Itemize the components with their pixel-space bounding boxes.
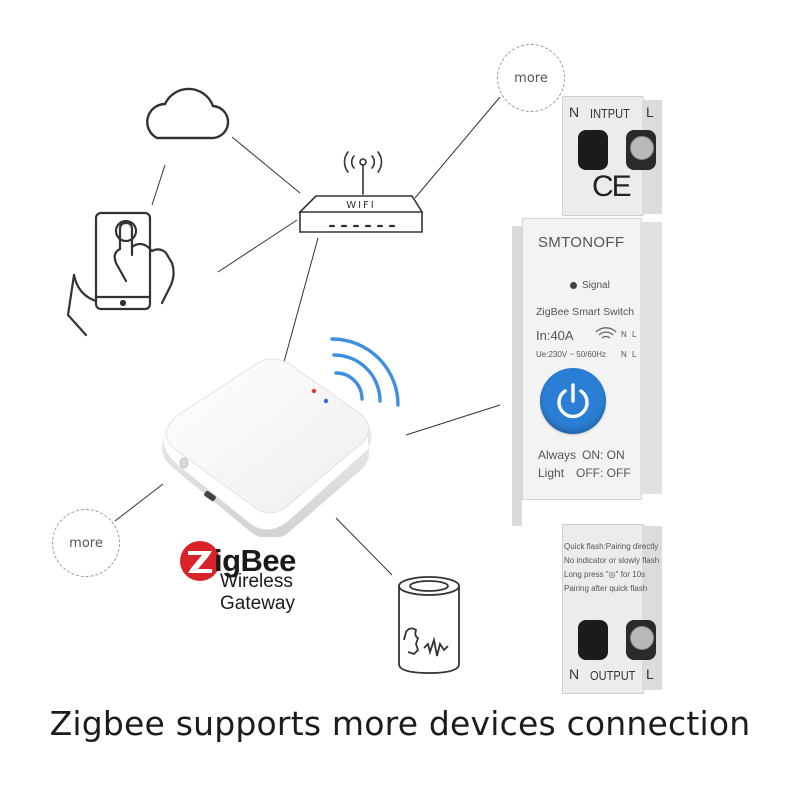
phone-touch-icon	[66, 211, 175, 337]
more-bubble-top-label: more	[514, 70, 548, 86]
wiring-n1: N	[621, 330, 627, 339]
instruction-line2: No indicator or slowly flash	[564, 556, 660, 565]
signal-led	[570, 282, 577, 289]
wiring-n2: N	[621, 350, 627, 359]
breaker-front-side	[640, 222, 662, 494]
smart-breaker-device: N INTPUT L CE SMTONOFF Signal ZigBee Sma…	[512, 96, 668, 696]
always-label: Always	[538, 448, 577, 462]
breaker-side-shell	[512, 226, 522, 526]
light-label: Light	[538, 466, 565, 480]
breaker-bottom-label: OUTPUT	[590, 668, 636, 683]
breaker-top-label: INTPUT	[590, 106, 630, 121]
smart-speaker-icon	[398, 576, 460, 674]
gateway-line2: Gateway	[220, 593, 295, 614]
signal-waves-icon	[330, 337, 400, 407]
breaker-bottom-l: L	[646, 666, 654, 682]
screw-head-top-l	[630, 136, 654, 160]
router-label: WIFI	[346, 200, 376, 211]
breaker-top-l: L	[646, 104, 654, 120]
screw-head-bottom-l	[630, 626, 654, 650]
more-bubble-left-label: more	[69, 535, 103, 551]
signal-label: Signal	[582, 280, 610, 291]
more-bubble-left: more	[52, 509, 120, 577]
cloud-icon	[146, 87, 230, 140]
more-bubble-top: more	[497, 44, 565, 112]
breaker-bottom-n: N	[569, 666, 580, 682]
terminal-screw-bottom-n	[578, 620, 608, 660]
on-state-label: ON: ON	[582, 448, 625, 462]
ce-mark: CE	[592, 170, 632, 203]
power-icon	[557, 383, 589, 419]
zigbee-brand-rest: igBee	[214, 543, 296, 578]
gateway-line1: Wireless	[220, 571, 293, 592]
caption: Zigbee supports more devices connection	[49, 704, 751, 743]
breaker-voltage: Ue:230V ~ 50/60Hz	[536, 350, 607, 359]
instruction-line1: Quick flash:Pairing directly	[564, 542, 659, 551]
wiring-l2: L	[632, 350, 637, 359]
wifi-router-icon: WIFI	[298, 151, 424, 233]
breaker-brand: SMTONOFF	[538, 234, 625, 251]
power-button[interactable]	[540, 368, 606, 434]
terminal-screw-top-n	[578, 130, 608, 170]
wiring-l1: L	[632, 330, 637, 339]
off-state-label: OFF: OFF	[576, 466, 631, 480]
breaker-model: ZigBee Smart Switch	[536, 306, 635, 318]
breaker-top-n: N	[569, 104, 580, 120]
breaker-instruction-panel	[562, 524, 644, 694]
breaker-rating: In:40A	[536, 328, 574, 343]
wifi-symbol-icon	[595, 327, 617, 339]
zigbee-logo-icon	[180, 541, 220, 581]
zigbee-brand-text: igBee	[214, 545, 296, 576]
instruction-line4: Pairing after quick flash	[564, 584, 648, 593]
zigbee-gateway-device	[162, 358, 372, 537]
instruction-line3: Long press "◎" for 10s	[564, 570, 646, 579]
breaker-front-panel	[522, 218, 642, 500]
